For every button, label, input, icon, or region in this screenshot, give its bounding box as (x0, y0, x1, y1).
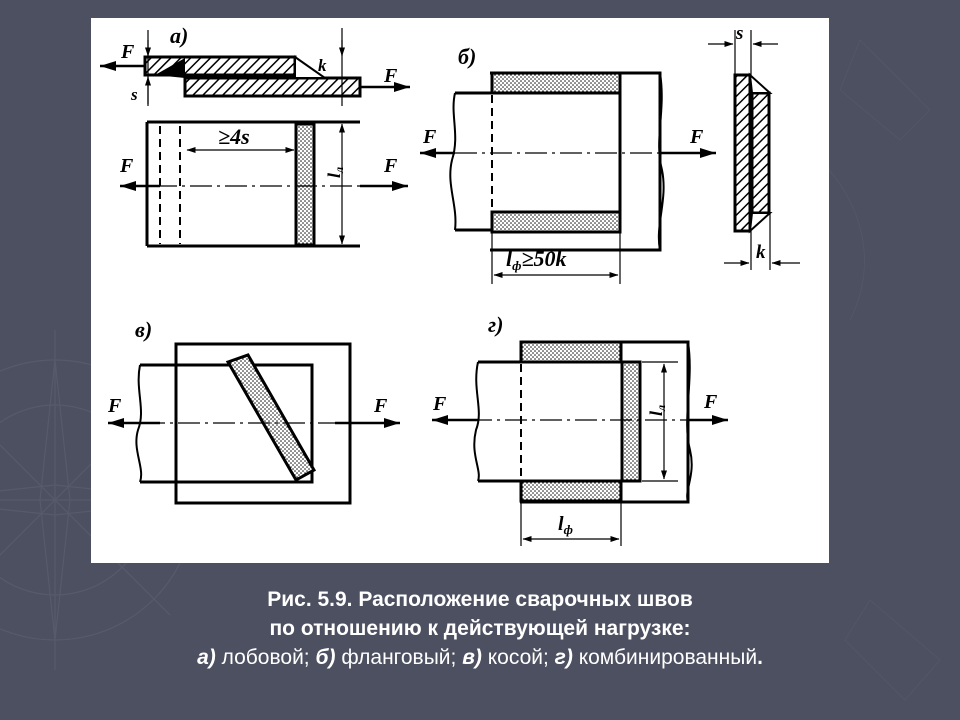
caption-line-2: по отношению к действующей нагрузке: (269, 617, 691, 640)
thickness-label-a: s (130, 85, 138, 104)
caption-b-text: фланговый; (335, 646, 463, 669)
panel-b-letter: б) (458, 44, 476, 69)
panel-b-cross-section: s k (708, 23, 800, 270)
overlap-rule: ≥4s (218, 124, 250, 149)
force-label-b-right: F (689, 126, 704, 148)
force-label-a-top-left: F (120, 41, 135, 63)
figure-panel: а) F F s k (91, 18, 829, 563)
panel-a-plan-view: ≥4s F F lл (119, 120, 408, 248)
flank-weld-bottom (490, 210, 622, 234)
force-label-a-plan-left: F (119, 155, 134, 177)
caption-a-text: лобовой; (215, 646, 316, 669)
frontal-length-label: lл (324, 167, 346, 178)
combined-flank-weld-bottom (519, 479, 623, 503)
caption-g-letter: г) (554, 646, 573, 669)
panel-a-lap-frontal: а) F F s k (100, 23, 410, 248)
force-label-a-top-right: F (383, 65, 398, 87)
panel-a-letter: а) (170, 23, 188, 48)
caption-a-letter: а) (197, 646, 216, 669)
fillet-weld-right (294, 55, 329, 79)
upper-plate-g (520, 340, 690, 504)
weld-diagram: а) F F s k (100, 23, 800, 546)
panel-b-flank: б) F F lф≥50k s (420, 23, 800, 284)
force-label-a-plan-right: F (383, 155, 398, 177)
caption-v-letter: в) (462, 646, 482, 669)
force-label-b-left: F (422, 126, 437, 148)
panel-a-side-view: F F s k (100, 28, 410, 106)
figure-caption: Рис. 5.9. Расположение сварочных швов по… (0, 585, 960, 672)
force-label-g-left: F (432, 393, 447, 415)
combined-frontal-weld (620, 360, 642, 483)
lower-plate (183, 76, 362, 98)
leg-label-a: k (318, 56, 327, 75)
upper-plate-v (174, 342, 352, 505)
frontal-weld (294, 122, 316, 247)
combined-flank-length-label: lф (558, 513, 573, 537)
thickness-label-b: s (735, 23, 743, 44)
caption-line-1: Рис. 5.9. Расположение сварочных швов (267, 588, 693, 611)
caption-v-text: косой; (481, 646, 555, 669)
flank-rule: lф≥50k (506, 246, 567, 273)
panel-g-combined: г) F F lл lф (432, 312, 728, 546)
leg-label-b: k (756, 242, 766, 263)
caption-end: . (757, 646, 763, 669)
oblique-weld (225, 353, 317, 483)
lower-plate-b (455, 91, 622, 232)
combined-flank-weld-top (519, 340, 623, 364)
force-label-v-left: F (107, 395, 122, 417)
force-label-g-right: F (703, 391, 718, 413)
combined-frontal-length-label: lл (646, 405, 668, 416)
panel-g-letter: г) (488, 312, 503, 337)
fillet-weld-left (155, 58, 185, 78)
panel-v-letter: в) (135, 317, 152, 342)
flank-weld-top (490, 71, 622, 95)
lower-plate-g (478, 360, 642, 483)
panel-v-oblique: в) F F (107, 317, 400, 505)
force-label-v-right: F (373, 395, 388, 417)
caption-line-3: а) лобовой; б) фланговый; в) косой; г) к… (0, 643, 960, 672)
caption-g-text: комбинированный (572, 646, 758, 669)
caption-b-letter: б) (315, 646, 336, 669)
